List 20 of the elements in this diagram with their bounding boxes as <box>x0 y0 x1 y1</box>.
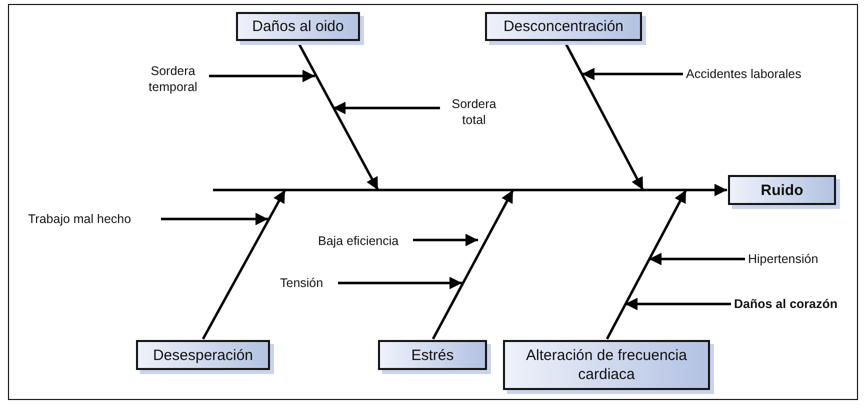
arrow <box>202 189 286 340</box>
arrow <box>209 70 315 82</box>
arrow <box>338 276 462 290</box>
arrow <box>161 212 268 226</box>
arrow <box>582 68 683 80</box>
sub-cause-label: Sordera total <box>443 96 505 130</box>
sub-cause-label: Baja eficiencia <box>318 233 410 248</box>
arrow <box>413 234 478 246</box>
arrow <box>606 189 688 340</box>
sub-cause-label: Hipertensión <box>748 251 838 268</box>
sub-cause-label: Tensión <box>280 275 335 292</box>
sub-cause-label: Daños al corazón <box>734 296 860 313</box>
sub-cause-label: Trabajo mal hecho <box>28 211 158 228</box>
sub-cause-label: Accidentes laborales <box>686 66 826 83</box>
arrow <box>625 298 731 310</box>
sub-cause-label: Sordera temporal <box>140 63 206 97</box>
arrow <box>333 102 440 114</box>
arrow <box>213 184 727 196</box>
arrow <box>432 189 514 340</box>
arrow <box>649 252 745 266</box>
